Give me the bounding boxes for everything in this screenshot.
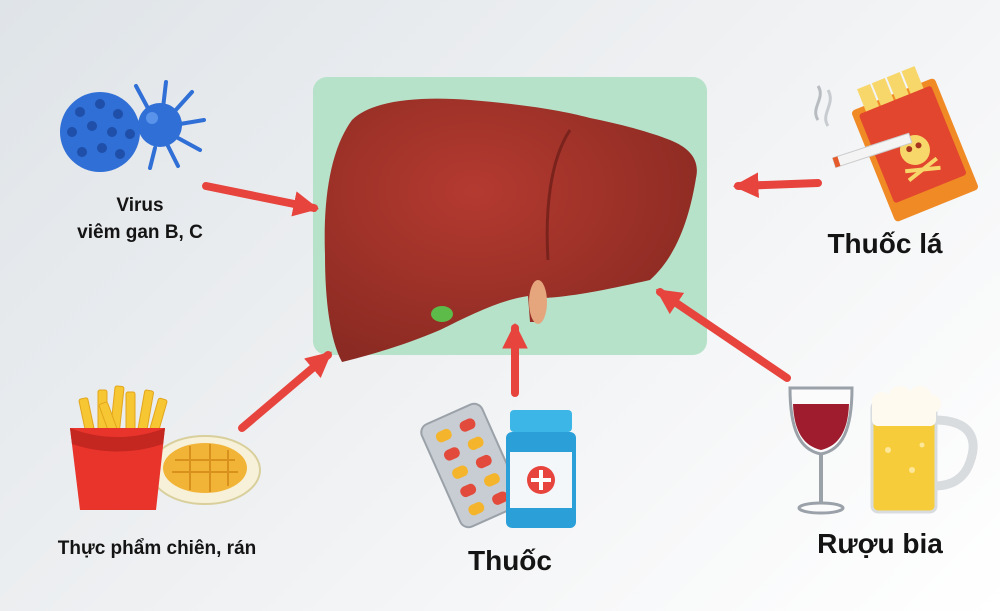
virus-label-line1: Virus: [116, 195, 164, 216]
pill-bottle-icon: [420, 402, 576, 529]
cigarette-pack-icon: [814, 66, 978, 222]
french-fries-icon: [70, 385, 261, 510]
wine-beer-icon: [788, 386, 978, 515]
virus-icon: [60, 80, 206, 172]
arrow-alcohol: [655, 288, 791, 382]
fried-food-label: Thực phẩm chiên, rán: [57, 538, 257, 559]
arrow-tobacco: [732, 172, 822, 199]
virus-label: Virus viêm gan B, C: [40, 192, 240, 246]
liver-icon: [324, 98, 697, 362]
tobacco-label: Thuốc lá: [827, 228, 943, 259]
medicine-label: Thuốc: [468, 545, 552, 576]
virus-label-line2: viêm gan B, C: [77, 222, 203, 243]
arrow-fried-food: [238, 351, 332, 432]
arrow-virus: [202, 182, 320, 217]
alcohol-label: Rượu bia: [817, 528, 943, 559]
